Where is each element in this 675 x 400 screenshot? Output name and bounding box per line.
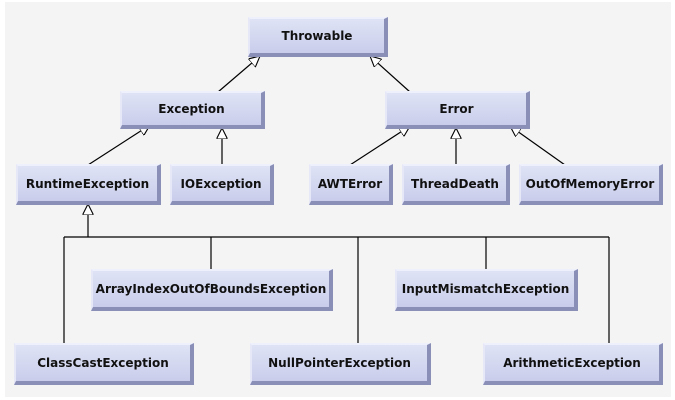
node-io-exception: IOException xyxy=(170,164,274,205)
node-thread-death: ThreadDeath xyxy=(402,164,510,205)
node-out-of-memory-error: OutOfMemoryError xyxy=(519,164,663,205)
node-arithmetic-exception: ArithmeticException xyxy=(483,343,663,385)
edge-awterror-error xyxy=(349,126,410,166)
node-exception: Exception xyxy=(120,91,265,129)
node-input-mismatch-exception: InputMismatchException xyxy=(395,269,578,311)
node-array-index-out-of-bounds-exception: ArrayIndexOutOfBoundsException xyxy=(91,269,333,311)
edge-runtimeexception-exception xyxy=(87,125,150,166)
edge-exception-throwable xyxy=(217,56,260,93)
node-error: Error xyxy=(385,91,530,129)
node-throwable: Throwable xyxy=(248,17,388,57)
node-class-cast-exception: ClassCastException xyxy=(14,343,194,385)
edge-error-throwable xyxy=(370,56,411,93)
node-null-pointer-exception: NullPointerException xyxy=(250,343,431,385)
node-runtime-exception: RuntimeException xyxy=(16,164,161,205)
edge-outofmemoryerror-error xyxy=(510,126,566,166)
node-awt-error: AWTError xyxy=(309,164,393,205)
